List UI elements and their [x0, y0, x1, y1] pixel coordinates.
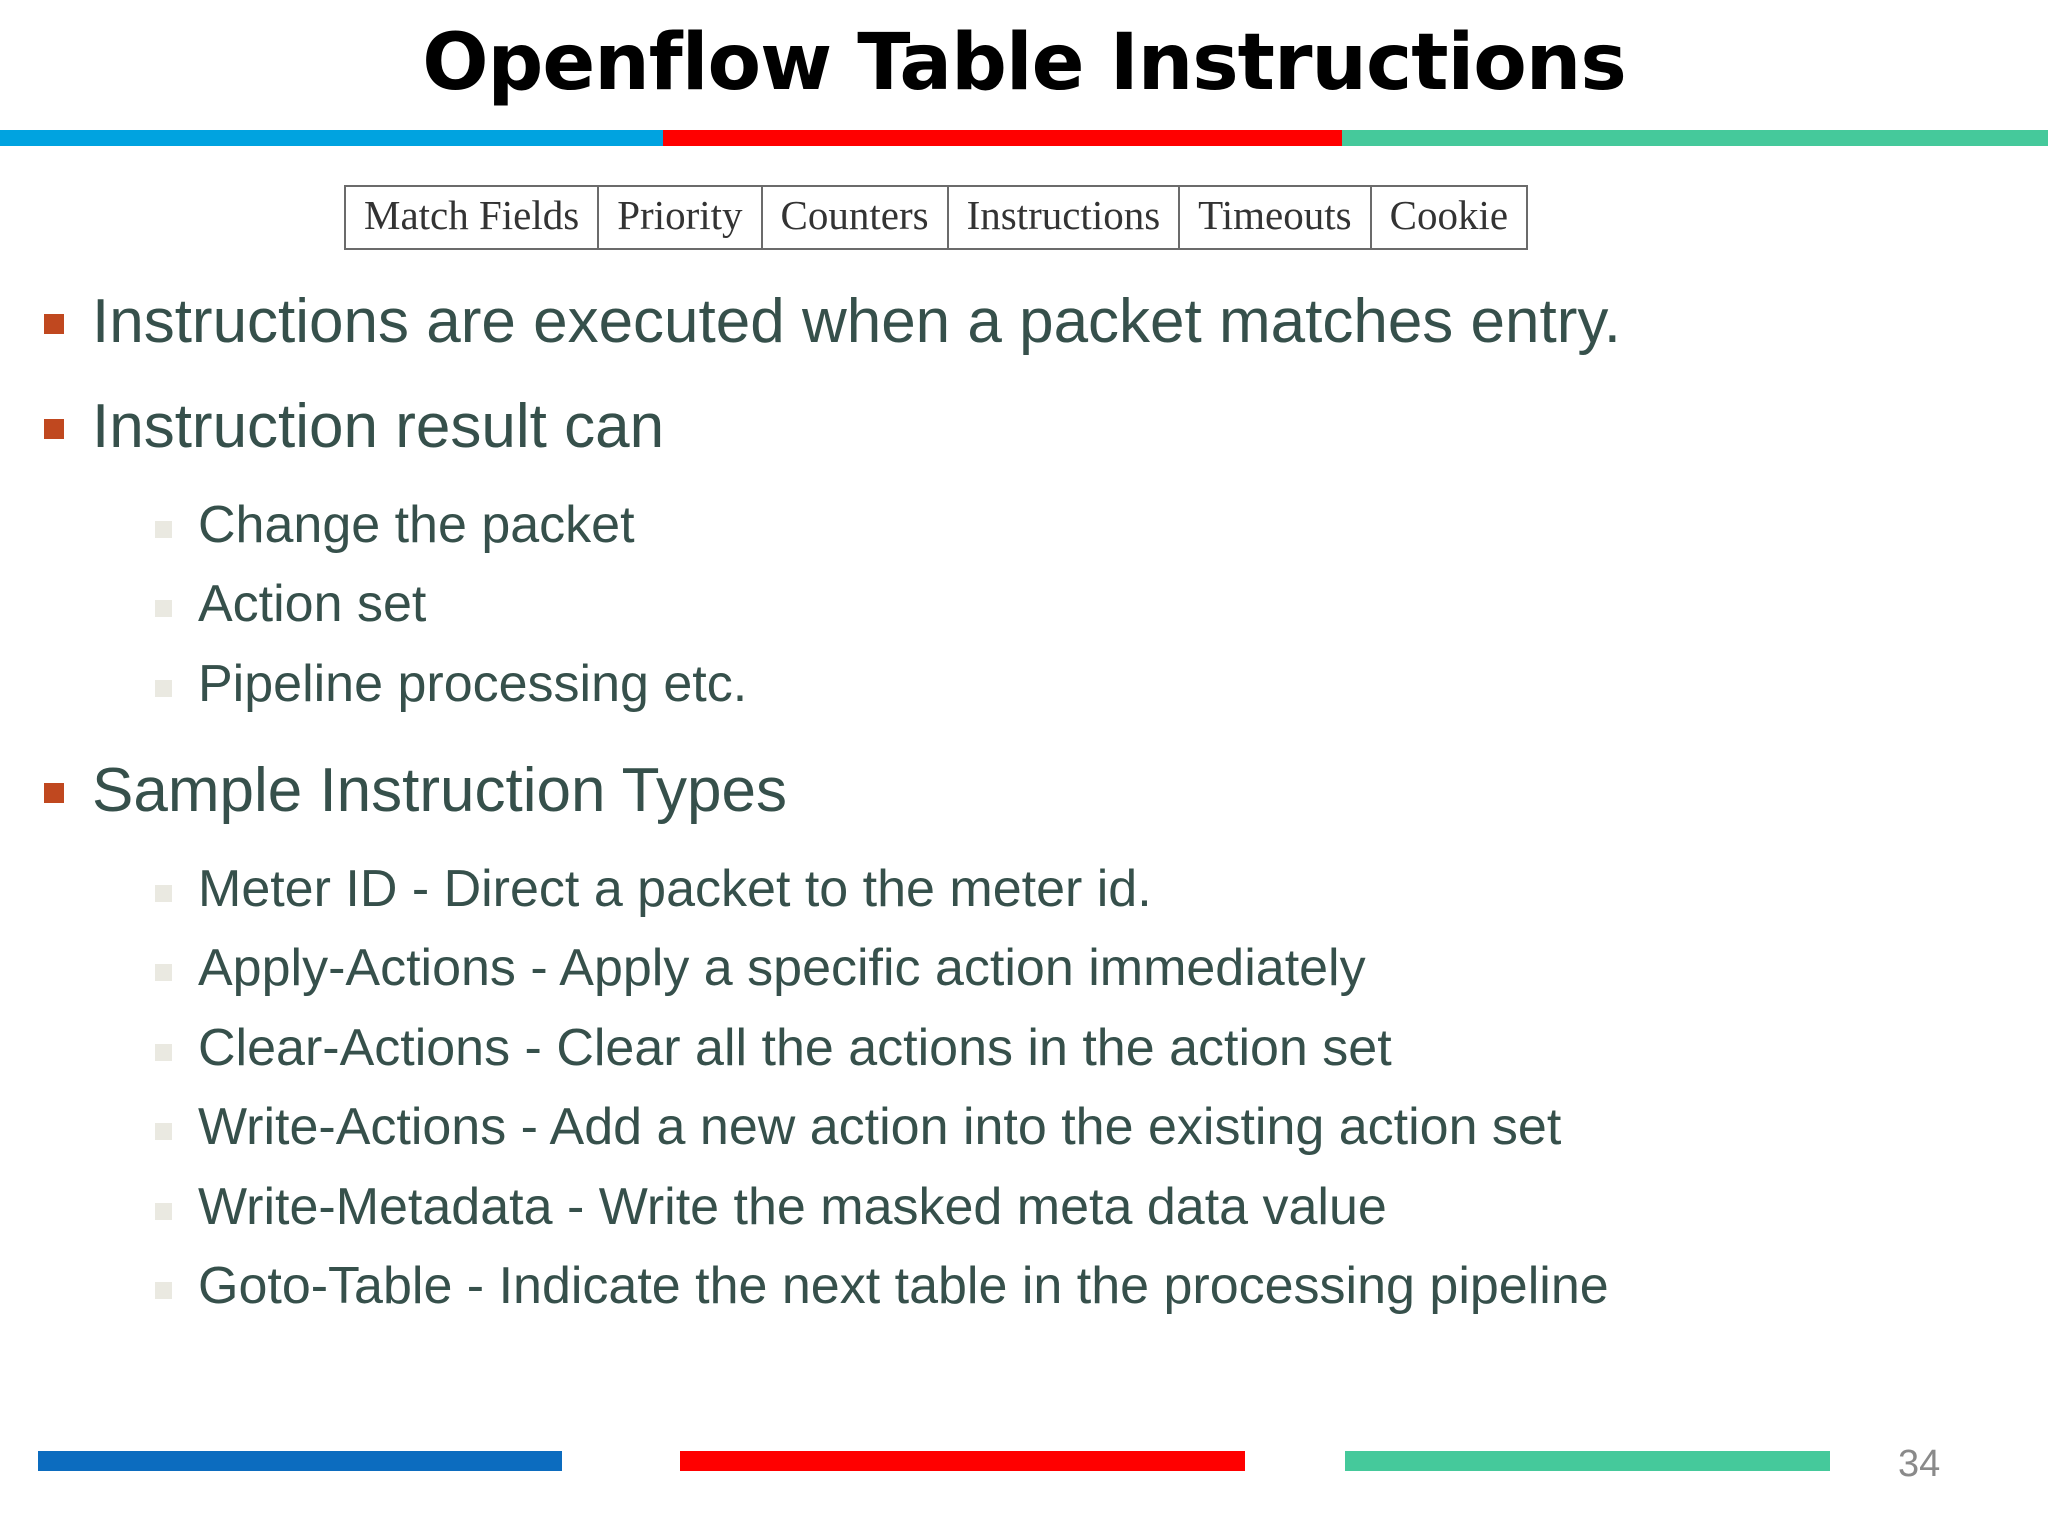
footer-bar-blue	[38, 1451, 562, 1471]
list-item: Clear-Actions - Clear all the actions in…	[0, 1016, 2048, 1082]
table-header-counters: Counters	[760, 184, 949, 251]
list-item-label: Write-Actions - Add a new action into th…	[198, 1098, 1562, 1157]
list-item: Write-Metadata - Write the masked meta d…	[0, 1175, 2048, 1241]
list-item-label: Meter ID - Direct a packet to the meter …	[198, 859, 1152, 918]
list-item-label: Write-Metadata - Write the masked meta d…	[198, 1177, 1387, 1236]
bullet-square-icon	[155, 884, 172, 902]
bullet-square-icon	[155, 1043, 172, 1061]
flow-entry-table: Match Fields Priority Counters Instructi…	[343, 184, 1529, 251]
list-item-label: Pipeline processing etc.	[198, 654, 748, 713]
bullet-square-icon	[44, 314, 64, 334]
list-item-label: Instructions are executed when a packet …	[92, 287, 1621, 356]
table-row: Match Fields Priority Counters Instructi…	[343, 184, 1529, 251]
bullet-square-icon	[44, 783, 64, 804]
list-item-label: Instruction result can	[92, 392, 665, 462]
page-number: 34	[1898, 1443, 1941, 1485]
list-item: Instruction result can	[0, 387, 2048, 466]
bullet-square-icon	[155, 964, 172, 982]
list-item: Apply-Actions - Apply a specific action …	[0, 936, 2048, 1002]
list-item-label: Clear-Actions - Clear all the actions in…	[198, 1018, 1392, 1077]
bullet-square-icon	[155, 1123, 172, 1141]
footer-bar-green	[1345, 1451, 1830, 1471]
list-item-label: Change the packet	[198, 495, 635, 554]
list-item-label: Sample Instruction Types	[92, 756, 787, 826]
table-header-cookie: Cookie	[1369, 184, 1529, 251]
list-item: Goto-Table - Indicate the next table in …	[0, 1254, 2048, 1320]
list-item: Pipeline processing etc.	[0, 652, 2048, 718]
list-item: Action set	[0, 572, 2048, 638]
footer-bar-red	[680, 1451, 1245, 1471]
bullet-square-icon	[44, 419, 64, 440]
table-header-timeouts: Timeouts	[1178, 184, 1372, 251]
page-title: Openflow Table Instructions	[422, 18, 1627, 108]
table-header-instructions: Instructions	[946, 184, 1181, 251]
bullet-square-icon	[155, 520, 172, 538]
bullet-square-icon	[155, 600, 172, 618]
top-accent-rule	[0, 130, 2048, 146]
list-item: Write-Actions - Add a new action into th…	[0, 1095, 2048, 1161]
list-item: Meter ID - Direct a packet to the meter …	[0, 857, 2048, 923]
list-item: Sample Instruction Types	[0, 751, 2048, 830]
list-item-label: Goto-Table - Indicate the next table in …	[198, 1257, 1609, 1316]
top-rule-segment-red	[663, 130, 1342, 146]
top-rule-segment-blue	[0, 130, 663, 146]
list-item: Change the packet	[0, 493, 2048, 559]
list-item-label: Action set	[198, 575, 427, 634]
bullet-square-icon	[155, 1282, 172, 1300]
bullet-square-icon	[155, 679, 172, 697]
table-header-match-fields: Match Fields	[343, 184, 600, 251]
top-rule-segment-green	[1342, 130, 2048, 146]
bullet-list: Instructions are executed when a packet …	[0, 282, 2048, 1334]
list-item-label: Apply-Actions - Apply a specific action …	[198, 939, 1366, 998]
table-header-priority: Priority	[597, 184, 763, 251]
bullet-square-icon	[155, 1202, 172, 1220]
list-item: Instructions are executed when a packet …	[0, 282, 2048, 361]
